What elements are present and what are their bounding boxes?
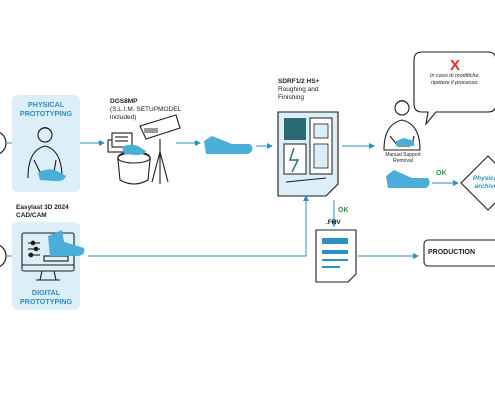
ok-label-horizontal: OK	[436, 170, 447, 177]
scanner-device	[107, 114, 181, 185]
production-label: PRODUCTION	[428, 249, 476, 256]
physical-archive-diamond	[460, 155, 495, 211]
shoe-finished	[386, 170, 430, 188]
digital-prototyping-label: DIGITAL PROTOTYPING	[19, 288, 73, 306]
software-label: Easylast 3D 2024 CAD/CAM	[16, 204, 69, 219]
speech-bubble	[413, 51, 495, 126]
flow-arrows	[6, 140, 459, 259]
support-removal-label: Manual Support Removal	[385, 152, 421, 164]
ok-label-vertical: OK	[338, 207, 349, 214]
red-x-mark: X	[449, 57, 460, 74]
production-box	[423, 239, 495, 267]
speech-bubble-text: X In caso di modifiche, ripetere il proc…	[416, 58, 494, 87]
frv-document-icon	[315, 229, 357, 283]
printer-label: SDRF1/2 HS+ Roughing and Finishing	[278, 78, 320, 101]
left-circle-bottom	[0, 244, 7, 268]
monitor-icon	[21, 232, 75, 281]
shoe-scanner	[122, 144, 146, 155]
shoe-digital	[48, 230, 85, 256]
shoe-physical	[38, 169, 66, 182]
shoe-scanned	[204, 136, 253, 154]
archive-label: Physical archive	[472, 175, 495, 190]
scanner-label: DGS8MP (S.L.I.M. SETUPMODEL included)	[110, 98, 182, 121]
frv-label: .FRV	[326, 219, 341, 226]
milling-machine	[277, 111, 339, 197]
shoe-support	[396, 138, 414, 146]
physical-prototyping-label: PHYSICAL PROTOTYPING	[19, 100, 73, 118]
left-circle-top	[0, 131, 7, 155]
